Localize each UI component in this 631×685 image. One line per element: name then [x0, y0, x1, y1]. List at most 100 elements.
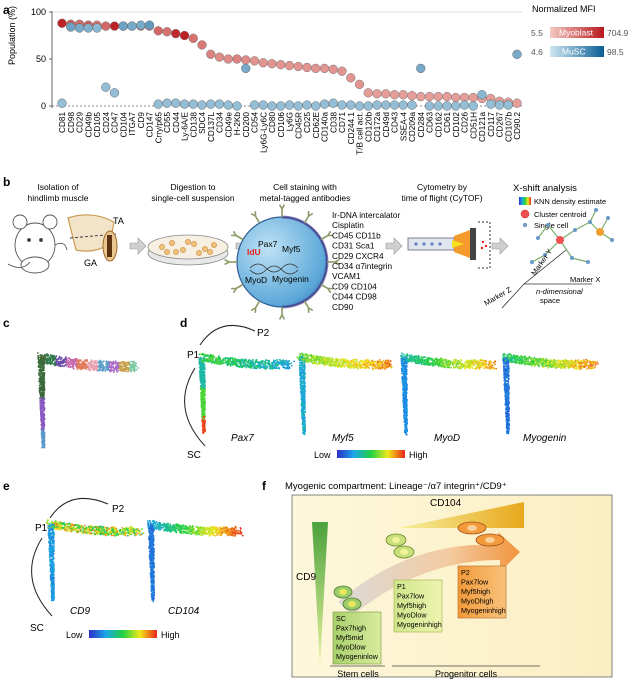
single-cell-node: [570, 256, 574, 260]
musc-point: [57, 98, 67, 108]
myoblast-point: [223, 54, 233, 64]
x-tick-label: CD38: [329, 112, 338, 133]
legend-myo-name: Myoblast: [559, 28, 594, 38]
musc-point: [486, 99, 496, 109]
colorbar-e-gradient: [89, 630, 157, 638]
musc-point: [477, 90, 487, 100]
myoblast-point: [206, 49, 216, 59]
x-tick-label: CD55: [163, 112, 172, 133]
profile-line: Myf5high: [397, 601, 426, 610]
myoblast-point: [311, 63, 321, 74]
sc-p1-arc-e: [31, 537, 53, 617]
x-tick-label: CD54: [251, 112, 260, 133]
x-tick-label: CD49d: [382, 112, 391, 138]
musc-point: [92, 23, 102, 33]
x-tick-label: CD140a: [321, 112, 330, 142]
dish-cell: [159, 244, 165, 250]
myoblast-point: [57, 18, 67, 28]
musc-point: [354, 101, 365, 111]
myod-label: MyoD: [245, 275, 267, 285]
musc-point: [407, 100, 417, 110]
colorbar-d-high: High: [409, 450, 428, 460]
myoblast-point: [214, 52, 225, 62]
profile-line: P2: [461, 568, 470, 577]
centroid-legend-dot: [520, 209, 530, 219]
musc-point: [276, 101, 286, 111]
arrow-4: [491, 237, 509, 255]
myoblast-point: [249, 56, 260, 66]
p1-p2-arc-d: [199, 324, 256, 346]
musc-point: [302, 100, 312, 110]
x-tick-label: CD49e: [224, 112, 233, 138]
p2-label-d: P2: [257, 328, 270, 339]
profile-line: Pax7low: [461, 578, 489, 587]
myf5-plot-label: Myf5: [332, 433, 354, 444]
profile-line: P1: [397, 582, 406, 591]
musc-point: [136, 20, 146, 30]
antibody-item: CD31 Sca1: [332, 241, 375, 251]
panel-d-marker-labels: Pax7 Myf5 MyoD Myogenin: [231, 433, 567, 444]
myoblast-point: [153, 26, 163, 36]
step1-title-2: hindlimb muscle: [28, 193, 89, 203]
dish-cell: [164, 249, 170, 255]
x-tick-label: Crry/p65: [154, 112, 163, 144]
x-tick-label: CD44: [172, 112, 181, 133]
x-tick-label: SSEA-4: [399, 112, 408, 142]
marker-scatter-cd9: [45, 519, 145, 602]
musc-point: [398, 100, 408, 110]
profile-line: Myogeninhigh: [461, 606, 506, 615]
x-tick-label: CD209a: [408, 112, 417, 142]
x-tick-label: CD61: [443, 112, 452, 133]
musc-point: [83, 23, 93, 33]
myoblast-point: [188, 33, 198, 43]
x-tick-label: CD147: [146, 112, 155, 138]
panel-e-state-labels: P1 P2 SC: [30, 497, 125, 634]
single-cell-node: [543, 253, 547, 257]
myoblast-point: [171, 28, 181, 39]
x-tick-label: T/B cell act.: [356, 112, 365, 155]
x-tick-label: CD121a: [478, 112, 487, 142]
single-cell-node: [606, 216, 610, 220]
cluster-embedding-plot: [36, 352, 139, 449]
x-tick-label: CD102: [452, 112, 461, 138]
myoblast-point: [232, 54, 242, 64]
x-tick-label: CD90.2: [513, 112, 522, 140]
x-tick-label: CD34: [216, 112, 225, 133]
antibody-item: VCAM1: [332, 271, 361, 281]
single-cell-node: [546, 223, 550, 227]
cd9-gradient-wedge: [312, 522, 328, 665]
y-tick-label: 100: [31, 7, 46, 17]
step1-title-1: Isolation of: [37, 182, 79, 192]
musc-point: [512, 49, 522, 59]
stained-cell-icon: IdU Pax7 Myf5 MyoD Myogenin: [224, 204, 340, 320]
stem-cell-icons: [333, 585, 362, 611]
single-cell-node: [610, 238, 614, 242]
marker-scatter-myogenin: [501, 352, 599, 435]
step3-title-2: metal-tagged antibodies: [260, 193, 351, 203]
dish-cell: [191, 241, 197, 247]
cytof-instrument-icon: [407, 221, 491, 269]
step2-title-1: Digestion to: [171, 182, 216, 192]
marker-x-label: Marker X: [570, 275, 600, 284]
musc-point: [144, 20, 155, 30]
centroid-legend-label: Cluster centroid: [534, 210, 587, 219]
legend-musc-min: 4.6: [531, 47, 543, 57]
x-tick-label: CD62E: [312, 111, 321, 138]
x-tick-label: CD49b: [84, 112, 93, 138]
musc-point: [74, 23, 85, 33]
single-cell-node: [588, 220, 592, 224]
antibody-item: Ir-DNA intercalator: [332, 210, 400, 220]
single-cell-node: [586, 260, 590, 264]
musc-point: [451, 101, 461, 111]
musc-point: [241, 63, 251, 74]
x-tick-label: CD26: [461, 112, 470, 133]
musc-point: [267, 101, 277, 111]
x-tick-label: CD47: [111, 112, 120, 133]
musc-point: [232, 101, 242, 111]
x-tick-label: CD24: [102, 112, 111, 133]
step4-title-2: time of flight (CyTOF): [401, 193, 482, 203]
x-tick-label: CD98: [67, 112, 76, 133]
x-tick-label: CD25: [303, 112, 312, 133]
x-tick-label: CD51H: [469, 112, 478, 139]
